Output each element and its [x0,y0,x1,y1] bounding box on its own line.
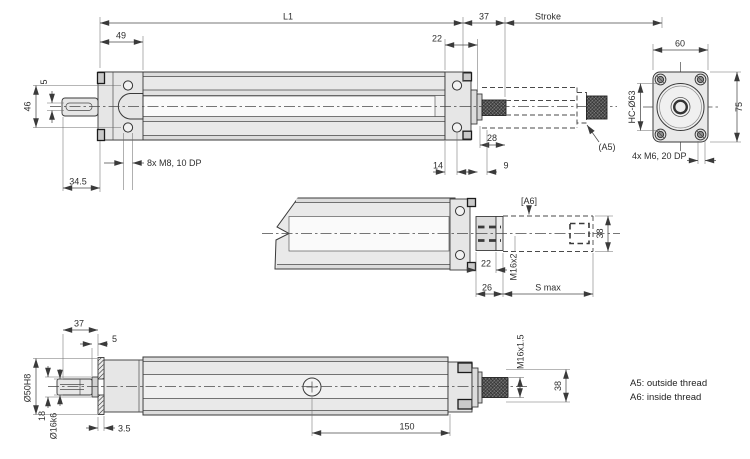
rod-end-flange [449,198,471,271]
piston-rod-thread [481,377,509,398]
clamp-block [96,128,106,142]
dim-stroke: Stroke [535,12,561,22]
left-end-cap [97,71,144,141]
drive-shaft [56,378,93,396]
note-a5: A5: outside thread [630,378,707,389]
dim-3-5: 3.5 [118,424,131,434]
dim-18: 18 [37,411,47,421]
extended-rod-dashed [482,87,608,129]
mount-hole [122,122,134,133]
section-hatch [97,394,105,415]
end-view: 60 75 HC-Ø63 4x M6, 20 DP [627,39,744,164]
drive-shaft [61,97,99,117]
dim-14: 14 [433,161,443,171]
dim-22: 22 [481,259,491,269]
dim-38: 38 [553,381,563,391]
corner-screws [654,73,707,141]
dim-4xm6: 4x M6, 20 DP [632,151,687,161]
bottom-view-dimensions: 37 5 Ø50H8 18 Ø16k6 3.5 [23,319,570,440]
dim-38: 38 [595,228,605,238]
dim-hc-d63: HC-Ø63 [627,90,637,123]
dim-75: 75 [734,102,744,112]
dim-8xm8: 8x M8, 10 DP [147,158,202,168]
dim-d16k6: Ø16k6 [49,413,59,440]
mount-hole [122,80,134,91]
dim-60: 60 [675,39,685,49]
label-a5: (A5) [598,142,615,152]
dim-28: 28 [487,133,497,143]
dim-m16x2: M16x2 [509,253,519,280]
dim-9: 9 [503,161,508,171]
end-view-dimensions: 60 75 HC-Ø63 4x M6, 20 DP [627,39,744,164]
dim-37: 37 [479,12,489,22]
section-hatch [97,357,105,380]
label-a6: [A6] [521,196,537,206]
dim-37: 37 [74,319,84,329]
top-side-view: L1 37 Stroke 49 22 46 5 34.5 [23,12,663,192]
dim-5: 5 [39,79,49,84]
note-a6: A6: inside thread [630,392,701,403]
dim-150: 150 [399,422,414,432]
rod-end-thread [586,95,608,120]
dim-l1: L1 [283,12,293,22]
dim-d50h8: Ø50H8 [23,374,33,403]
middle-view-dimensions: [A6] 38 22 M16x2 26 S max [465,196,613,297]
top-view-dimensions: L1 37 Stroke 49 22 46 5 34.5 [23,12,663,192]
dim-26: 26 [482,283,492,293]
clamp-block [96,71,106,85]
piston-rod-thread [481,99,507,116]
dim-49: 49 [116,31,126,41]
middle-extended-view: [A6] 38 22 M16x2 26 S max [262,196,620,297]
shaft-collar [91,376,99,398]
dim-46: 46 [23,101,33,111]
dim-m16x1-5: M16x1.5 [516,334,526,369]
bottom-side-view: 37 5 Ø50H8 18 Ø16k6 3.5 [23,319,570,440]
dim-5: 5 [112,334,117,344]
dim-s-max: S max [535,283,561,293]
left-end-block [103,359,144,413]
cap-slot [117,93,144,120]
dim-34-5: 34.5 [69,177,87,187]
thread-notes: A5: outside thread A6: inside thread [630,378,707,403]
dim-22: 22 [432,34,442,44]
